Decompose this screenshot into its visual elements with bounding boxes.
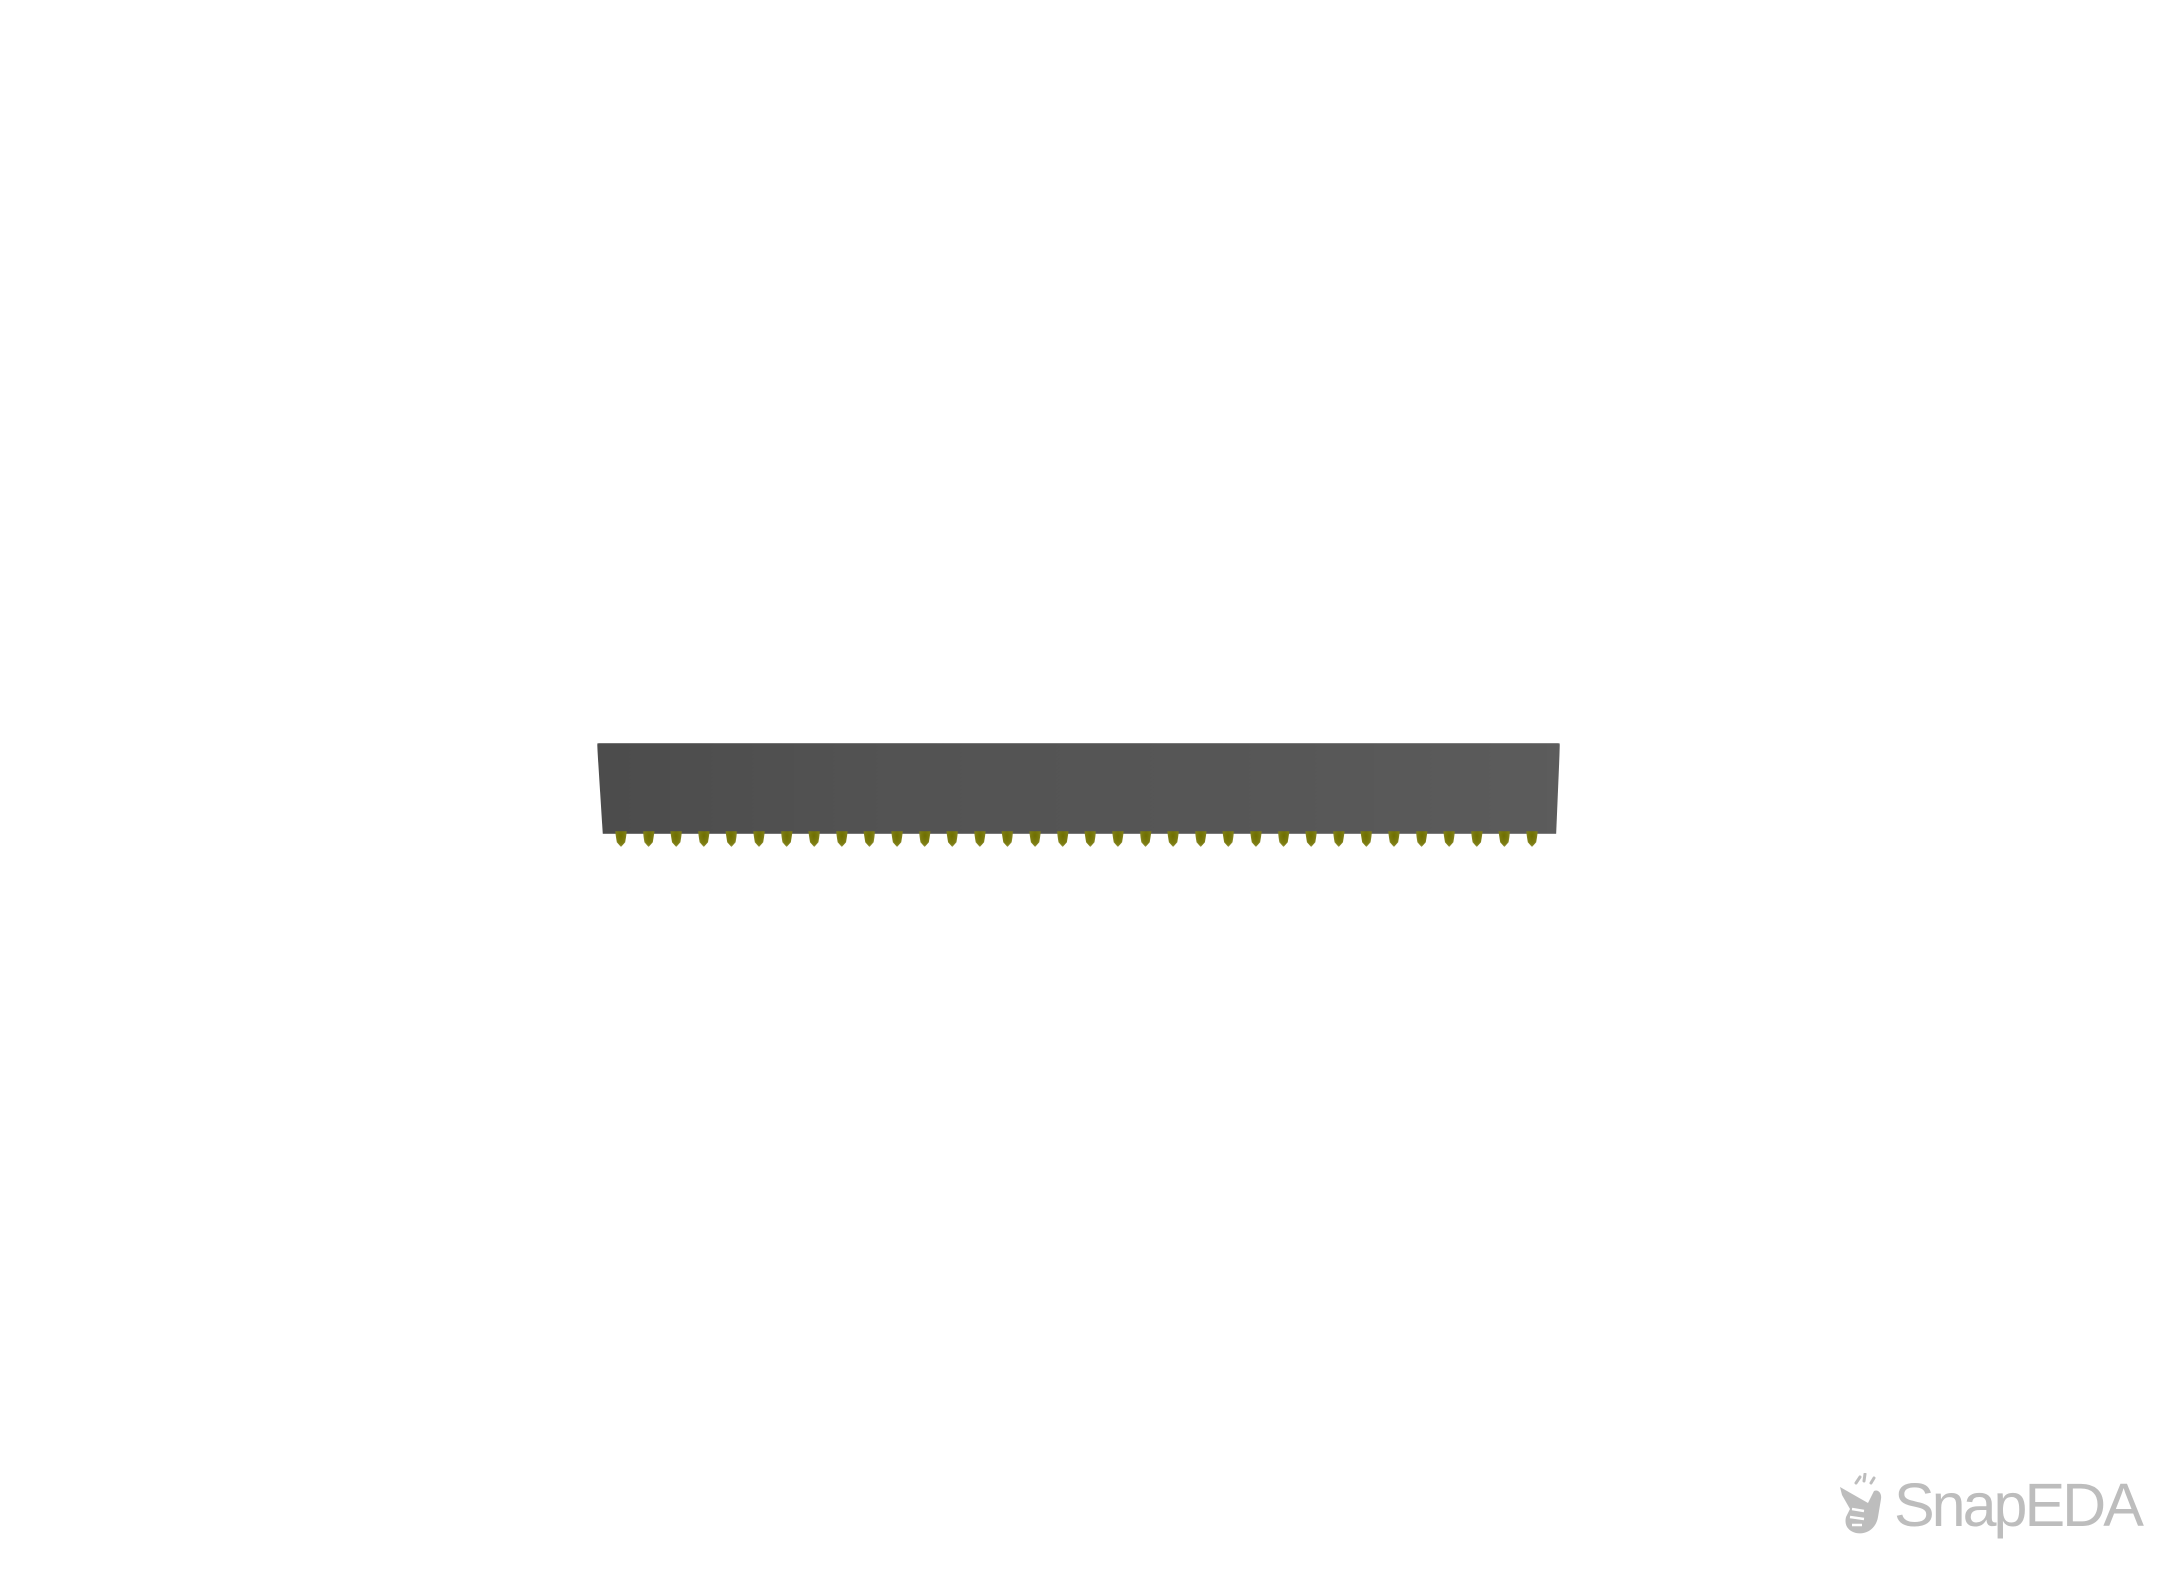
connector-pin [973,831,986,847]
connector-pin [780,831,793,847]
snapping-fingers-hand-icon [1840,1473,1882,1534]
connector-pin [1443,831,1456,847]
connector-pin [1470,831,1483,847]
connector-pin [1415,831,1428,847]
connector-pin [615,831,627,847]
connector-pin [1249,831,1262,847]
connector-pin [1305,831,1318,847]
connector-pin [1139,831,1152,847]
connector-pin [918,831,931,847]
connector-pin [642,831,655,847]
connector-pin [725,831,738,847]
snapeda-watermark: SnapEDA [1838,1470,2144,1540]
connector-pin [891,831,904,847]
connector-pin [1001,831,1014,847]
connector-3d-model [597,743,1562,853]
watermark-text: SnapEDA [1894,1470,2144,1539]
connector-pin [808,831,821,847]
connector-pin [1222,831,1235,847]
connector-pins [597,831,1562,853]
connector-pin [946,831,959,847]
connector-pin [1084,831,1097,847]
connector-pin [753,831,766,847]
connector-pin [1277,831,1290,847]
connector-pin [1387,831,1400,847]
connector-pin [1332,831,1345,847]
connector-pin [1498,831,1511,847]
connector-pin [835,831,848,847]
connector-body [597,743,1560,834]
connector-pin [670,831,683,847]
connector-pin [1360,831,1373,847]
connector-pin [1111,831,1124,847]
connector-pin [863,831,876,847]
connector-pin [697,831,710,847]
connector-pin [1056,831,1069,847]
connector-pin [1029,831,1042,847]
connector-pin [1526,831,1538,847]
connector-pin [1167,831,1180,847]
connector-pin [1194,831,1207,847]
